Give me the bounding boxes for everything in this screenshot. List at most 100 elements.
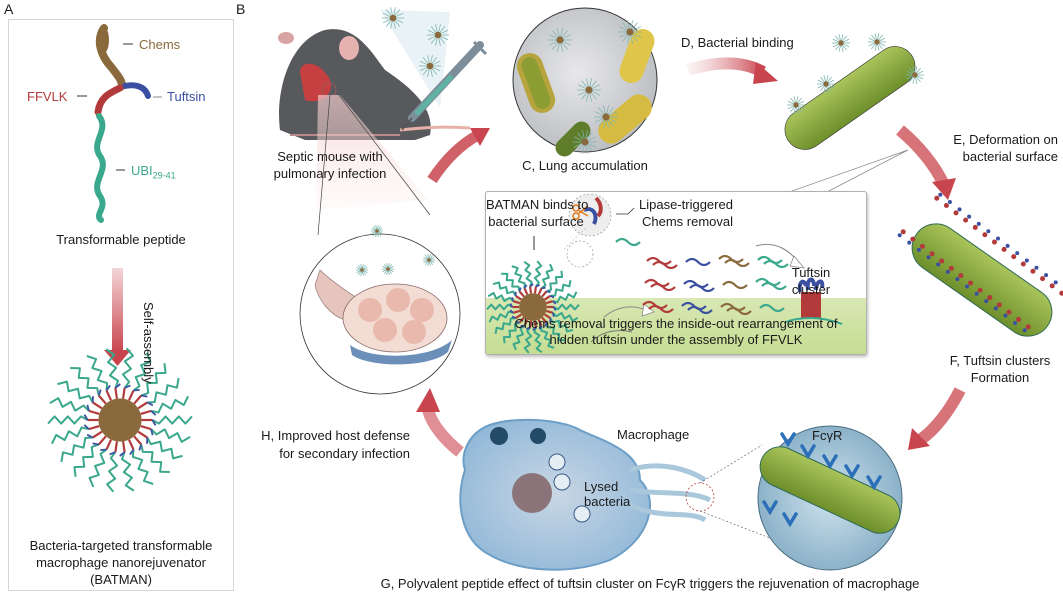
cluster-dot xyxy=(900,229,906,235)
nanoparticle xyxy=(817,75,835,93)
peptide-caption: Transformable peptide xyxy=(56,232,186,247)
batman-caption-2: macrophage nanorejuvenator xyxy=(36,555,206,570)
cluster-dot xyxy=(982,232,988,238)
self-assembly-arrow xyxy=(104,268,131,366)
peptide-fragment xyxy=(615,237,641,247)
scissors-icon xyxy=(572,204,589,220)
peptide-fragment xyxy=(722,280,748,290)
cluster-head xyxy=(974,291,979,296)
cluster-head xyxy=(1044,273,1049,278)
cluster-head xyxy=(926,255,931,260)
fc-receptor-icon xyxy=(782,512,798,528)
nanoparticle xyxy=(618,20,642,44)
cluster-head xyxy=(907,240,912,245)
alveoli-nanoparticles xyxy=(356,225,435,276)
cluster-dot xyxy=(996,302,1002,308)
cluster-label-2: cluster xyxy=(791,282,831,297)
step-f-label-1: F, Tuftsin clusters xyxy=(949,353,1051,368)
bound-nanoparticles xyxy=(787,33,924,114)
nanoparticle xyxy=(594,105,618,129)
mouse-caption-2: pulmonary infection xyxy=(273,166,387,181)
cluster-dot xyxy=(991,239,997,245)
cluster-head xyxy=(1003,313,1008,318)
cluster-dot xyxy=(1011,254,1017,260)
cluster-head xyxy=(984,299,989,304)
callout-caption: Chems removal triggers the inside-out re… xyxy=(486,316,866,348)
cluster-head xyxy=(957,207,962,212)
cluster-head xyxy=(1005,243,1010,248)
nanoparticle xyxy=(423,254,435,266)
cluster-head xyxy=(965,284,970,289)
cluster-head xyxy=(1015,251,1020,256)
lung-accumulation-circle xyxy=(512,7,658,157)
cluster-label-1: Tuftsin xyxy=(791,265,831,280)
step-h-label-2: for secondary infection xyxy=(279,446,410,461)
step-d-label: D, Bacterial binding xyxy=(681,35,794,50)
peptide-fragment xyxy=(718,254,744,264)
arrow-c-to-d xyxy=(686,57,778,84)
cluster-head xyxy=(1013,320,1018,325)
cluster-dot xyxy=(963,217,969,223)
cluster-head xyxy=(1034,265,1039,270)
nanoparticle xyxy=(577,78,601,102)
lysed-label-1: Lysed xyxy=(584,479,619,494)
syringe-icon xyxy=(401,40,488,131)
cluster-dot xyxy=(939,258,945,264)
peptide-fragment xyxy=(646,256,672,266)
cluster-head xyxy=(936,262,941,267)
peptide-fragment xyxy=(683,279,709,289)
peptide-fragment xyxy=(720,302,746,312)
fc-receptor-label: FcγR xyxy=(812,428,843,443)
nanoparticle xyxy=(356,264,368,276)
nanoparticle xyxy=(832,34,850,52)
cluster-dot xyxy=(1016,316,1022,322)
cluster-head xyxy=(995,236,1000,241)
peptide-fragment xyxy=(759,303,785,313)
ubi-label: UBI29-41 xyxy=(131,163,176,184)
bacterium-tuftsin-clusters xyxy=(911,223,1053,337)
arrow-f-to-g xyxy=(908,387,966,450)
tuftsin-clusters xyxy=(897,192,1063,333)
fc-receptor-icon xyxy=(800,444,816,460)
panel-a-letter: A xyxy=(4,1,14,17)
callout-caption-2: hidden tuftsin under the assembly of FFV… xyxy=(549,332,803,347)
cluster-dot xyxy=(934,195,940,201)
step-e-label-2: bacterial surface xyxy=(962,149,1058,164)
bacterium-binding xyxy=(784,46,916,150)
cluster-head xyxy=(967,214,972,219)
cluster-dot xyxy=(987,295,993,301)
step-c-label: C, Lung accumulation xyxy=(522,158,648,173)
panel-a-frame xyxy=(8,19,234,591)
lipase-label-1: Lipase-triggered xyxy=(639,197,733,212)
callout-caption-1: Chems removal triggers the inside-out re… xyxy=(514,316,838,331)
cluster-head xyxy=(916,247,921,252)
lung-zoom-beam xyxy=(316,95,428,210)
nanoparticle xyxy=(427,24,449,46)
lysed-label-2: bacteria xyxy=(584,494,631,509)
lipase-label-2: Chems removal xyxy=(642,214,734,229)
tuftsin-label: Tuftsin xyxy=(167,89,206,104)
peptide-fragment xyxy=(755,277,781,287)
binds-label-2: bacterial surface xyxy=(488,214,584,229)
mechanism-callout: BATMAN binds to bacterial surface Lipase… xyxy=(485,191,867,355)
cluster-dot xyxy=(977,287,983,293)
nanoparticle xyxy=(382,7,404,29)
cluster-dot xyxy=(1040,276,1046,282)
nanoparticle xyxy=(548,28,572,52)
cluster-head xyxy=(938,192,943,197)
chems-label: Chems xyxy=(139,37,181,52)
fc-receptor-icon xyxy=(822,454,838,470)
alveoli-zoom-circle xyxy=(299,233,461,395)
ubi-label-main: UBI xyxy=(131,163,153,178)
batman-caption-3: (BATMAN) xyxy=(90,572,152,587)
cluster-head xyxy=(1022,328,1027,333)
nanoparticle xyxy=(868,33,886,51)
cluster-dot xyxy=(1049,283,1055,289)
fc-receptors xyxy=(762,432,882,528)
mouse-caption-1: Septic mouse with xyxy=(277,149,383,164)
peptide-fragment xyxy=(757,255,783,265)
callout-nanoparticle xyxy=(486,260,580,354)
cluster-head xyxy=(976,221,981,226)
cluster-head xyxy=(897,233,902,238)
cluster-head xyxy=(993,306,998,311)
